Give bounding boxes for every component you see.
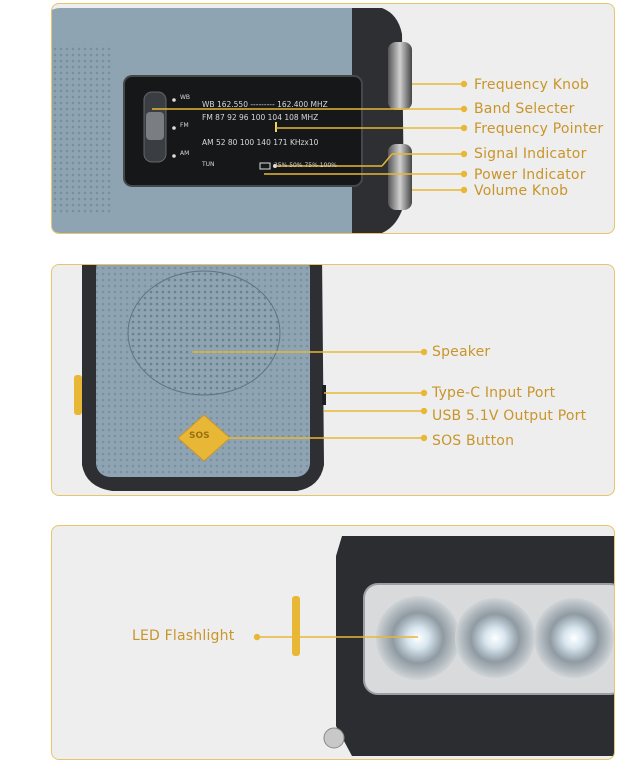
band-label-am: AM xyxy=(180,150,190,157)
usb-output-label: USB 5.1V Output Port xyxy=(432,408,587,424)
sos-button-text: SOS xyxy=(189,431,210,441)
led-3 xyxy=(534,598,614,678)
side-port-accent xyxy=(74,375,82,415)
wb-scale: WB 162.550 --------- 162.400 MHZ xyxy=(202,100,328,109)
am-scale: AM 52 80 100 140 171 KHzx10 xyxy=(202,138,319,147)
signal-indicator-label: Signal Indicator xyxy=(474,146,587,162)
frequency-pointer-label: Frequency Pointer xyxy=(474,121,604,137)
led-flashlight-label: LED Flashlight xyxy=(132,628,235,644)
tun-label: TUN xyxy=(202,161,215,168)
type-c-port xyxy=(322,385,326,405)
dial-display xyxy=(123,75,363,187)
power-indicator-label: Power Indicator xyxy=(474,167,586,183)
led-1 xyxy=(376,596,460,680)
speaker-illustration xyxy=(74,265,428,491)
fm-scale: FM 87 92 96 100 104 108 MHZ xyxy=(202,113,319,122)
speaker-label: Speaker xyxy=(432,344,491,360)
frequency-knob[interactable] xyxy=(388,42,412,110)
sos-button[interactable] xyxy=(177,414,231,462)
hand-crank-knob xyxy=(323,727,345,749)
band-selecter-thumb[interactable] xyxy=(146,112,164,140)
band-selecter-label: Band Selecter xyxy=(474,101,575,117)
signal-led-icon xyxy=(273,164,277,168)
type-c-input-label: Type-C Input Port xyxy=(432,385,556,401)
sos-button-label: SOS Button xyxy=(432,433,515,449)
radio-dial-panel: WB FM AM WB 162.550 --------- 162.400 MH… xyxy=(51,3,615,234)
power-scale: 25% 50% 75% 100% xyxy=(274,162,337,169)
band-label-wb: WB xyxy=(180,94,191,101)
band-label-fm: FM xyxy=(180,122,189,129)
frequency-knob-label: Frequency Knob xyxy=(474,77,590,93)
flashlight-panel: LED Flashlight xyxy=(51,525,615,760)
speaker-panel: SOS Speaker Type-C Input Port USB 5.1V O… xyxy=(51,264,615,496)
volume-knob-label: Volume Knob xyxy=(474,183,569,199)
grille-dots xyxy=(52,44,112,214)
volume-knob[interactable] xyxy=(388,144,412,210)
radio-dial-illustration xyxy=(52,8,468,233)
battery-icon xyxy=(259,162,271,170)
speaker-grille xyxy=(127,270,281,396)
led-2 xyxy=(455,598,535,678)
flashlight-illustration xyxy=(253,536,614,756)
housing-accent xyxy=(292,596,300,656)
